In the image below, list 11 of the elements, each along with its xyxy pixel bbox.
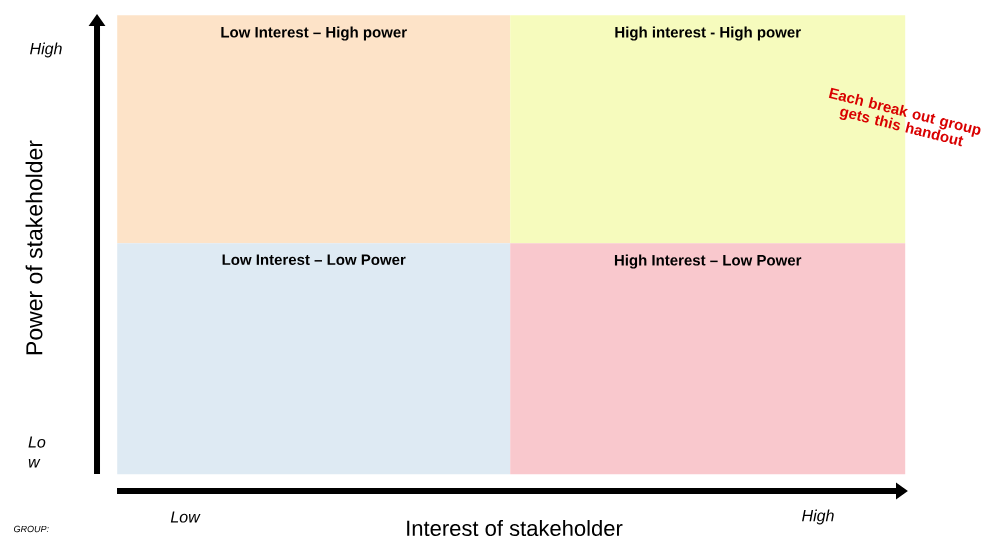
quadrant-box: Low Interest – High power (117, 15, 511, 244)
axis-title: Power of stakeholder (25, 140, 43, 355)
axis-tick-label: High (802, 509, 834, 525)
axis-tick-label: Low (170, 511, 201, 523)
group-label: GROUP: (14, 525, 49, 533)
quadrant-box: High Interest – Low Power (510, 243, 906, 475)
axis-tick-label: High (30, 42, 62, 58)
quadrant-box: Low Interest – Low Power (117, 243, 511, 475)
axis-title: Interest of stakeholder (407, 519, 623, 537)
axis-tick-label: Lo w (28, 436, 46, 468)
note-text: Each break out group gets this handout (828, 87, 981, 147)
